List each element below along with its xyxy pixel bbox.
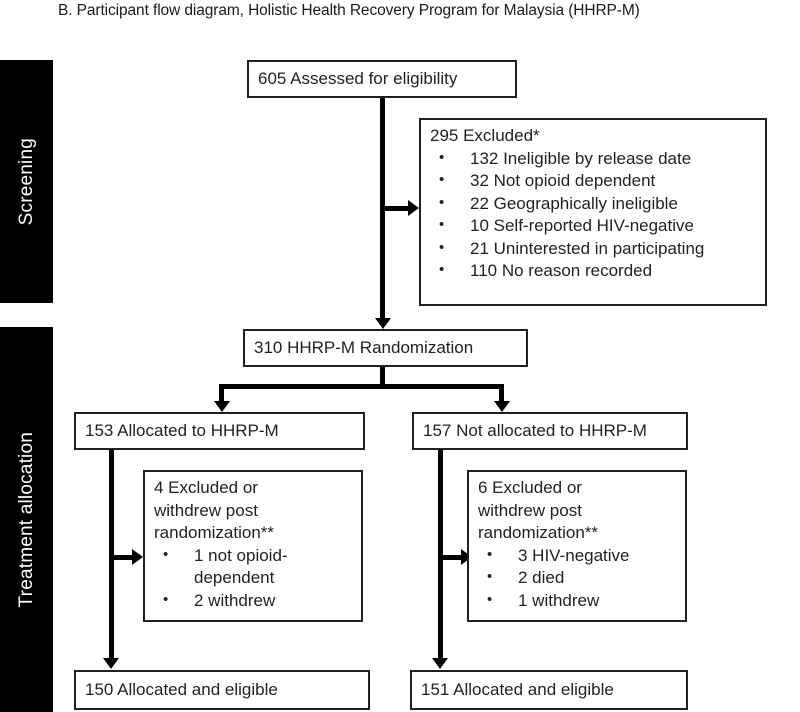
list-item-continuation: dependent [194,568,275,587]
list-item: 3 HIV-negative [478,544,679,568]
connector-to-excluded [380,205,414,211]
connector-randomization-stem [380,367,385,388]
stage-band-screening-label: Screening [15,137,37,226]
connector-left-to-withdrew [108,554,138,560]
node-assessed-for-eligibility: 605 Assessed for eligibility [247,60,517,98]
node-eligible-left: 150 Allocated and eligible [74,670,370,710]
list-item: 132 Ineligible by release date [430,147,759,171]
list-item: 32 Not opioid dependent [430,169,759,193]
node-withdrew-right-header-line3: randomization** [478,523,599,542]
arrowhead-to-withdrew-right [461,549,472,565]
arrowhead-to-eligible-left [103,658,119,669]
list-item: 2 withdrew [154,589,355,613]
arrowhead-to-randomization [374,318,391,329]
node-withdrew-left: 4 Excluded or withdrew post randomizatio… [143,470,363,622]
connector-right-to-withdrew [437,554,467,560]
list-item: 1 withdrew [478,589,679,613]
node-withdrew-left-header-line1: 4 Excluded or [154,478,258,497]
list-item: 2 died [478,566,679,590]
node-excluded: 295 Excluded* 132 Ineligible by release … [419,118,767,306]
node-withdrew-right-header-line2: withdrew post [478,500,582,520]
figure-title: B. Participant flow diagram, Holistic He… [58,2,640,19]
list-item: 22 Geographically ineligible [430,192,759,216]
connector-randomization-split [219,383,504,389]
node-eligible-right-label: 151 Allocated and eligible [421,680,614,700]
list-item: 1 not opioid- [154,544,355,568]
withdrew-left-reasons-list: 1 not opioid- dependent 2 withdrew [154,544,355,613]
node-randomization: 310 HHRP-M Randomization [243,329,528,367]
excluded-reasons-list: 132 Ineligible by release date 32 Not op… [430,147,759,283]
arrowhead-to-withdrew-left [132,549,143,565]
withdrew-right-reasons-list: 3 HIV-negative 2 died 1 withdrew [478,544,679,613]
node-assessed-label: 605 Assessed for eligibility [258,69,458,89]
list-item: 10 Self-reported HIV-negative [430,214,759,238]
list-item: 110 No reason recorded [430,259,759,283]
node-allocated-hhrpm-label: 153 Allocated to HHRP-M [85,421,279,441]
node-eligible-left-label: 150 Allocated and eligible [85,680,278,700]
node-excluded-header: 295 Excluded* [430,126,540,145]
node-withdrew-left-header-line2: withdrew post [154,500,258,520]
stage-band-screening: Screening [0,60,53,303]
node-not-allocated-hhrpm-label: 157 Not allocated to HHRP-M [423,421,647,441]
arrowhead-to-excluded [408,200,419,216]
node-withdrew-right: 6 Excluded or withdrew post randomizatio… [467,470,687,622]
list-item: 21 Uninterested in participating [430,237,759,261]
node-not-allocated-hhrpm: 157 Not allocated to HHRP-M [412,412,688,450]
node-allocated-hhrpm: 153 Allocated to HHRP-M [74,412,365,450]
node-withdrew-left-header-line3: randomization** [154,523,275,542]
connector-split-left-drop [219,383,224,403]
connector-split-right-drop [499,383,504,403]
node-eligible-right: 151 Allocated and eligible [410,670,688,710]
stage-band-treatment-allocation-label: Treatment allocation [15,431,37,608]
arrowhead-to-allocated-right [493,401,510,412]
node-withdrew-right-header-line1: 6 Excluded or [478,478,582,497]
stage-band-treatment-allocation: Treatment allocation [0,327,53,712]
node-randomization-label: 310 HHRP-M Randomization [254,338,474,358]
arrowhead-to-allocated-left [213,401,230,412]
arrowhead-to-eligible-right [432,658,448,669]
